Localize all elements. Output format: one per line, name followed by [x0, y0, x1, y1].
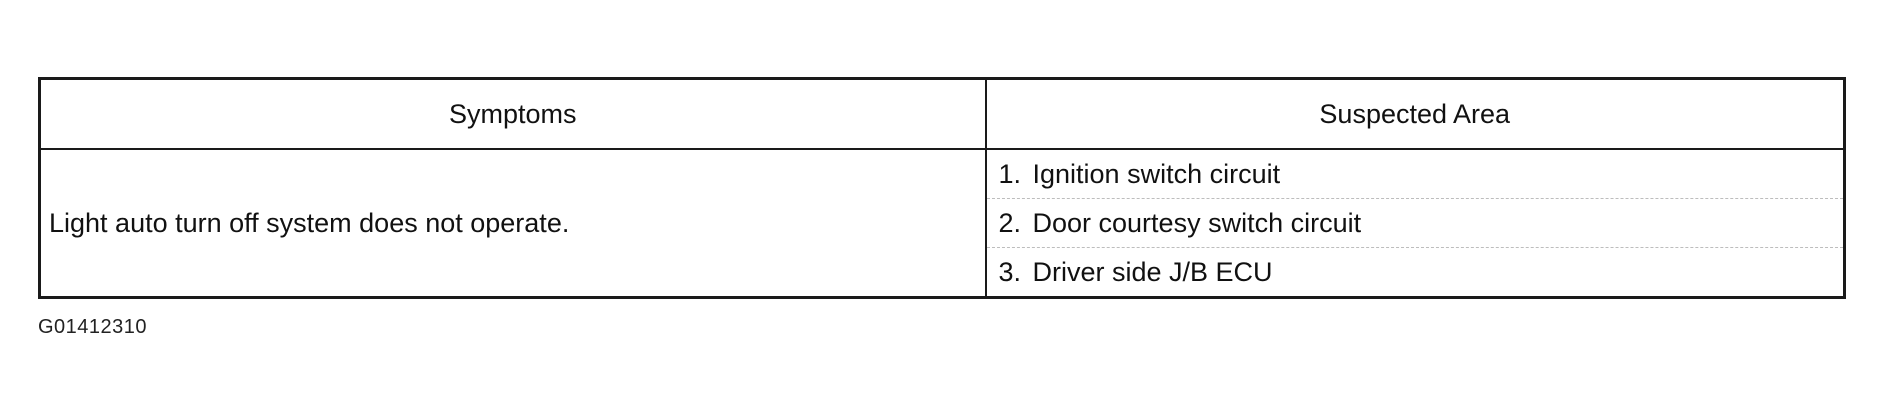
list-item-text: Ignition switch circuit	[1032, 159, 1281, 189]
table-header-row: Symptoms Suspected Area	[38, 77, 1846, 150]
symptom-table: Symptoms Suspected Area Light auto turn …	[38, 77, 1846, 299]
list-item-number: 1.	[998, 159, 1022, 189]
table-row: Light auto turn off system does not oper…	[38, 148, 1846, 299]
list-item: 2. Door courtesy switch circuit	[986, 199, 1843, 248]
header-suspected-area: Suspected Area	[984, 77, 1846, 150]
list-item-text: Driver side J/B ECU	[1032, 257, 1273, 287]
suspected-area-list: 1. Ignition switch circuit 2. Door courtes…	[986, 150, 1844, 296]
symptom-cell: Light auto turn off system does not oper…	[38, 148, 987, 299]
figure-id: G01412310	[38, 316, 148, 338]
header-symptoms: Symptoms	[38, 77, 987, 150]
list-item-number: 3.	[998, 257, 1022, 287]
list-item-number: 2.	[998, 208, 1022, 238]
list-item: 1. Ignition switch circuit	[986, 150, 1843, 199]
suspected-area-cell: 1. Ignition switch circuit 2. Door courtes…	[984, 148, 1846, 299]
list-item-text: Door courtesy switch circuit	[1032, 208, 1362, 238]
list-item: 3. Driver side J/B ECU	[987, 248, 1844, 296]
